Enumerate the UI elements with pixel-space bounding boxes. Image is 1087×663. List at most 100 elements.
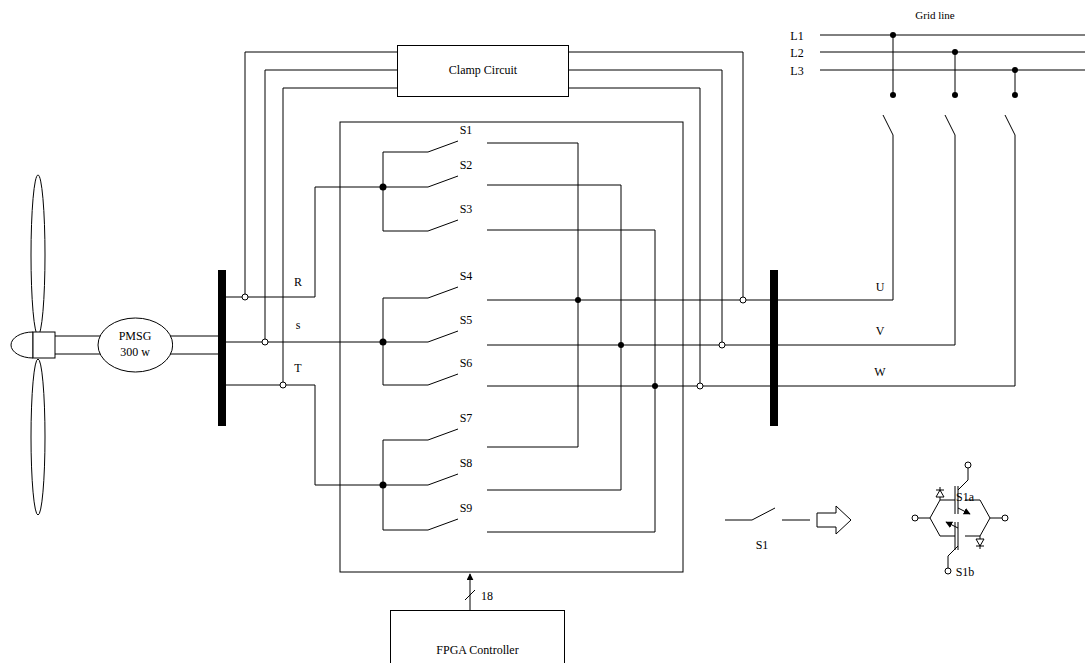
- junction-dot: [575, 297, 581, 303]
- switch-symbol: [383, 141, 458, 530]
- igbt-symbol: [946, 522, 958, 528]
- control-bus: [470, 574, 471, 610]
- igbt-symbol: [965, 518, 990, 536]
- signal-label: S3: [459, 202, 474, 216]
- switch-symbol: [428, 374, 458, 385]
- signal-label: W: [873, 365, 886, 379]
- switch-detail: [817, 506, 851, 534]
- tap-point: [262, 339, 268, 345]
- signal-label: S5: [459, 313, 474, 327]
- signal-label: 18: [480, 589, 494, 603]
- bus-bar: [218, 270, 226, 426]
- switch-symbol: [428, 474, 458, 485]
- wind-turbine: [31, 175, 45, 335]
- signal-label: S1: [459, 123, 474, 137]
- switch-detail: [725, 520, 752, 521]
- signal-label: Grid line: [914, 9, 955, 22]
- grid-wire: [1005, 115, 1015, 135]
- output-wire: [487, 185, 621, 490]
- switch-symbol: [428, 331, 458, 342]
- junction-dot: [652, 383, 658, 389]
- switch-symbol: [428, 141, 458, 152]
- control-bus: [465, 590, 475, 600]
- tap-point: [719, 342, 725, 348]
- switch-detail: [752, 508, 775, 520]
- igbt-symbol: [930, 518, 955, 536]
- switch-symbol: [383, 530, 428, 531]
- grid-wire: [778, 135, 893, 300]
- signal-label: L3: [789, 64, 804, 78]
- switch-symbol: [383, 298, 428, 299]
- output-wire: [487, 300, 770, 301]
- signal-label: T: [293, 361, 302, 375]
- bus-bar: [770, 270, 778, 426]
- signal-label: U: [875, 280, 886, 294]
- igbt-symbol: [965, 462, 971, 468]
- switch-symbol: [428, 429, 458, 440]
- igbt-symbol: [948, 556, 949, 568]
- igbt-symbol: [990, 518, 1002, 519]
- clamp-wire: [245, 52, 743, 383]
- converter-frame: [340, 122, 683, 572]
- wind-turbine: [31, 359, 45, 515]
- clamp-wire: [569, 88, 700, 383]
- switch-symbol: [383, 187, 428, 188]
- grid-wire: [820, 52, 1085, 53]
- tap-point: [697, 383, 703, 389]
- tap-point: [740, 297, 746, 303]
- switch-symbol: [383, 342, 428, 343]
- generator-ellipse: PMSG300 w: [97, 317, 174, 373]
- clamp-box: Clamp Circuit: [397, 45, 569, 97]
- igbt-symbol: [918, 518, 930, 519]
- signal-label: S4: [459, 269, 474, 283]
- switch-symbol: [383, 385, 428, 386]
- wind-turbine: [11, 332, 33, 358]
- node-label: 300 w: [120, 345, 150, 361]
- output-wire: [487, 386, 770, 387]
- tap-point: [280, 382, 286, 388]
- grid-wire: [820, 35, 1085, 36]
- igbt-symbol: [955, 486, 956, 514]
- signal-label: S1: [755, 538, 770, 552]
- igbt-symbol: [958, 480, 968, 490]
- igbt-symbol: [976, 539, 984, 546]
- switch-symbol: [428, 176, 458, 187]
- wind-turbine: [170, 354, 218, 355]
- switch-symbol: [383, 485, 428, 486]
- signal-label: S8: [459, 456, 474, 470]
- clamp-wire: [569, 70, 722, 342]
- switch-symbol: [428, 220, 458, 231]
- output-wire: [487, 143, 578, 447]
- igbt-symbol: [1002, 515, 1008, 521]
- switch-symbol: [428, 287, 458, 298]
- igbt-symbol: [968, 468, 969, 480]
- controller-box: FPGA Controller: [390, 610, 565, 663]
- input-wire: [226, 385, 383, 485]
- input-wire: [383, 152, 384, 231]
- input-wire: [226, 187, 383, 297]
- grid-wire: [883, 115, 893, 135]
- bus-bar: [218, 270, 778, 426]
- output-wire: [487, 143, 770, 532]
- junction-dot: [380, 32, 1019, 489]
- grid-wire: [893, 35, 894, 95]
- clamp-wire: [569, 52, 743, 297]
- switch-symbol: [383, 440, 428, 441]
- converter-frame: [340, 122, 683, 572]
- generator-outline: [98, 318, 173, 372]
- igbt-symbol: [958, 508, 970, 514]
- clamp-wire: [283, 88, 397, 382]
- signal-label: S9: [459, 501, 474, 515]
- switch-detail: [725, 506, 851, 534]
- junction-dot: [618, 342, 624, 348]
- signal-label: L1: [789, 29, 804, 43]
- grid-wire: [778, 35, 1085, 386]
- junction-dot: [380, 339, 387, 346]
- switch-detail: [782, 520, 810, 521]
- signal-label: S6: [459, 356, 474, 370]
- grid-wire: [945, 115, 955, 135]
- switch-symbol: [383, 152, 428, 153]
- grid-wire: [955, 52, 956, 95]
- node-label: Clamp Circuit: [449, 63, 517, 79]
- signal-label: R: [293, 275, 303, 289]
